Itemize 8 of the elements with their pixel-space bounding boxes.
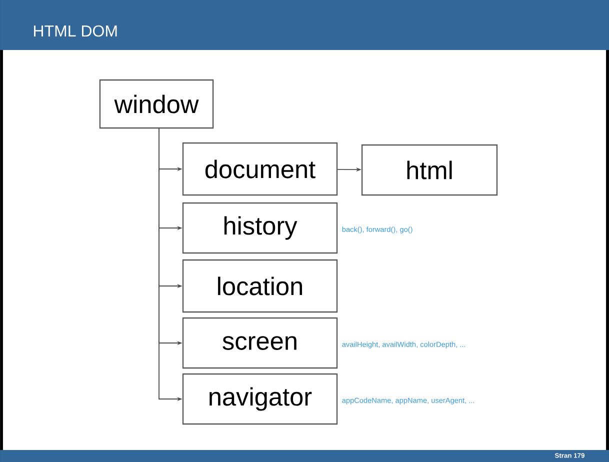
node-box: history bbox=[182, 202, 338, 254]
node-box: location bbox=[182, 259, 338, 313]
node-box: html bbox=[361, 144, 498, 196]
title-bar: HTML DOM bbox=[0, 0, 609, 50]
node-box: screen bbox=[182, 317, 338, 369]
node-box: window bbox=[99, 79, 214, 129]
node-box: navigator bbox=[182, 373, 338, 425]
node-box: document bbox=[182, 142, 338, 196]
